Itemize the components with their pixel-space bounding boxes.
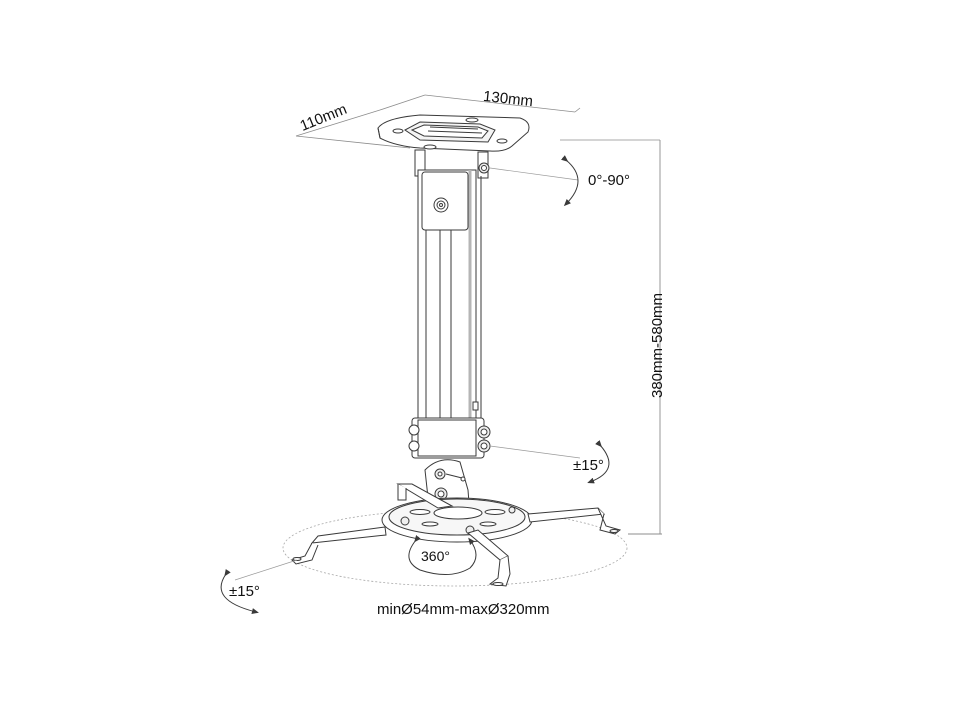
telescoping-column (417, 169, 482, 419)
swivel-right-indicator (489, 440, 610, 484)
swivel-left-indicator (220, 559, 298, 614)
ceiling-plate (377, 114, 530, 152)
swivel-right-label: ±15° (573, 457, 604, 474)
plate-dimension-lines (295, 94, 660, 149)
rotation-indicator (408, 535, 477, 575)
lower-clamp (408, 417, 491, 459)
tilt-indicator (489, 155, 579, 207)
arm-range-label: minØ54mm-maxØ320mm (377, 601, 550, 618)
upper-bracket (414, 149, 490, 179)
tilt-range-label: 0°-90° (588, 172, 631, 189)
height-range-label: 380mm-580mm (649, 292, 666, 398)
mounting-arms (291, 483, 622, 587)
rotation-label: 360° (421, 548, 450, 564)
swivel-left-label: ±15° (229, 583, 260, 600)
hub-plate (381, 497, 533, 543)
rotation-path-ellipse (282, 509, 628, 587)
height-dimension-line (628, 140, 662, 535)
